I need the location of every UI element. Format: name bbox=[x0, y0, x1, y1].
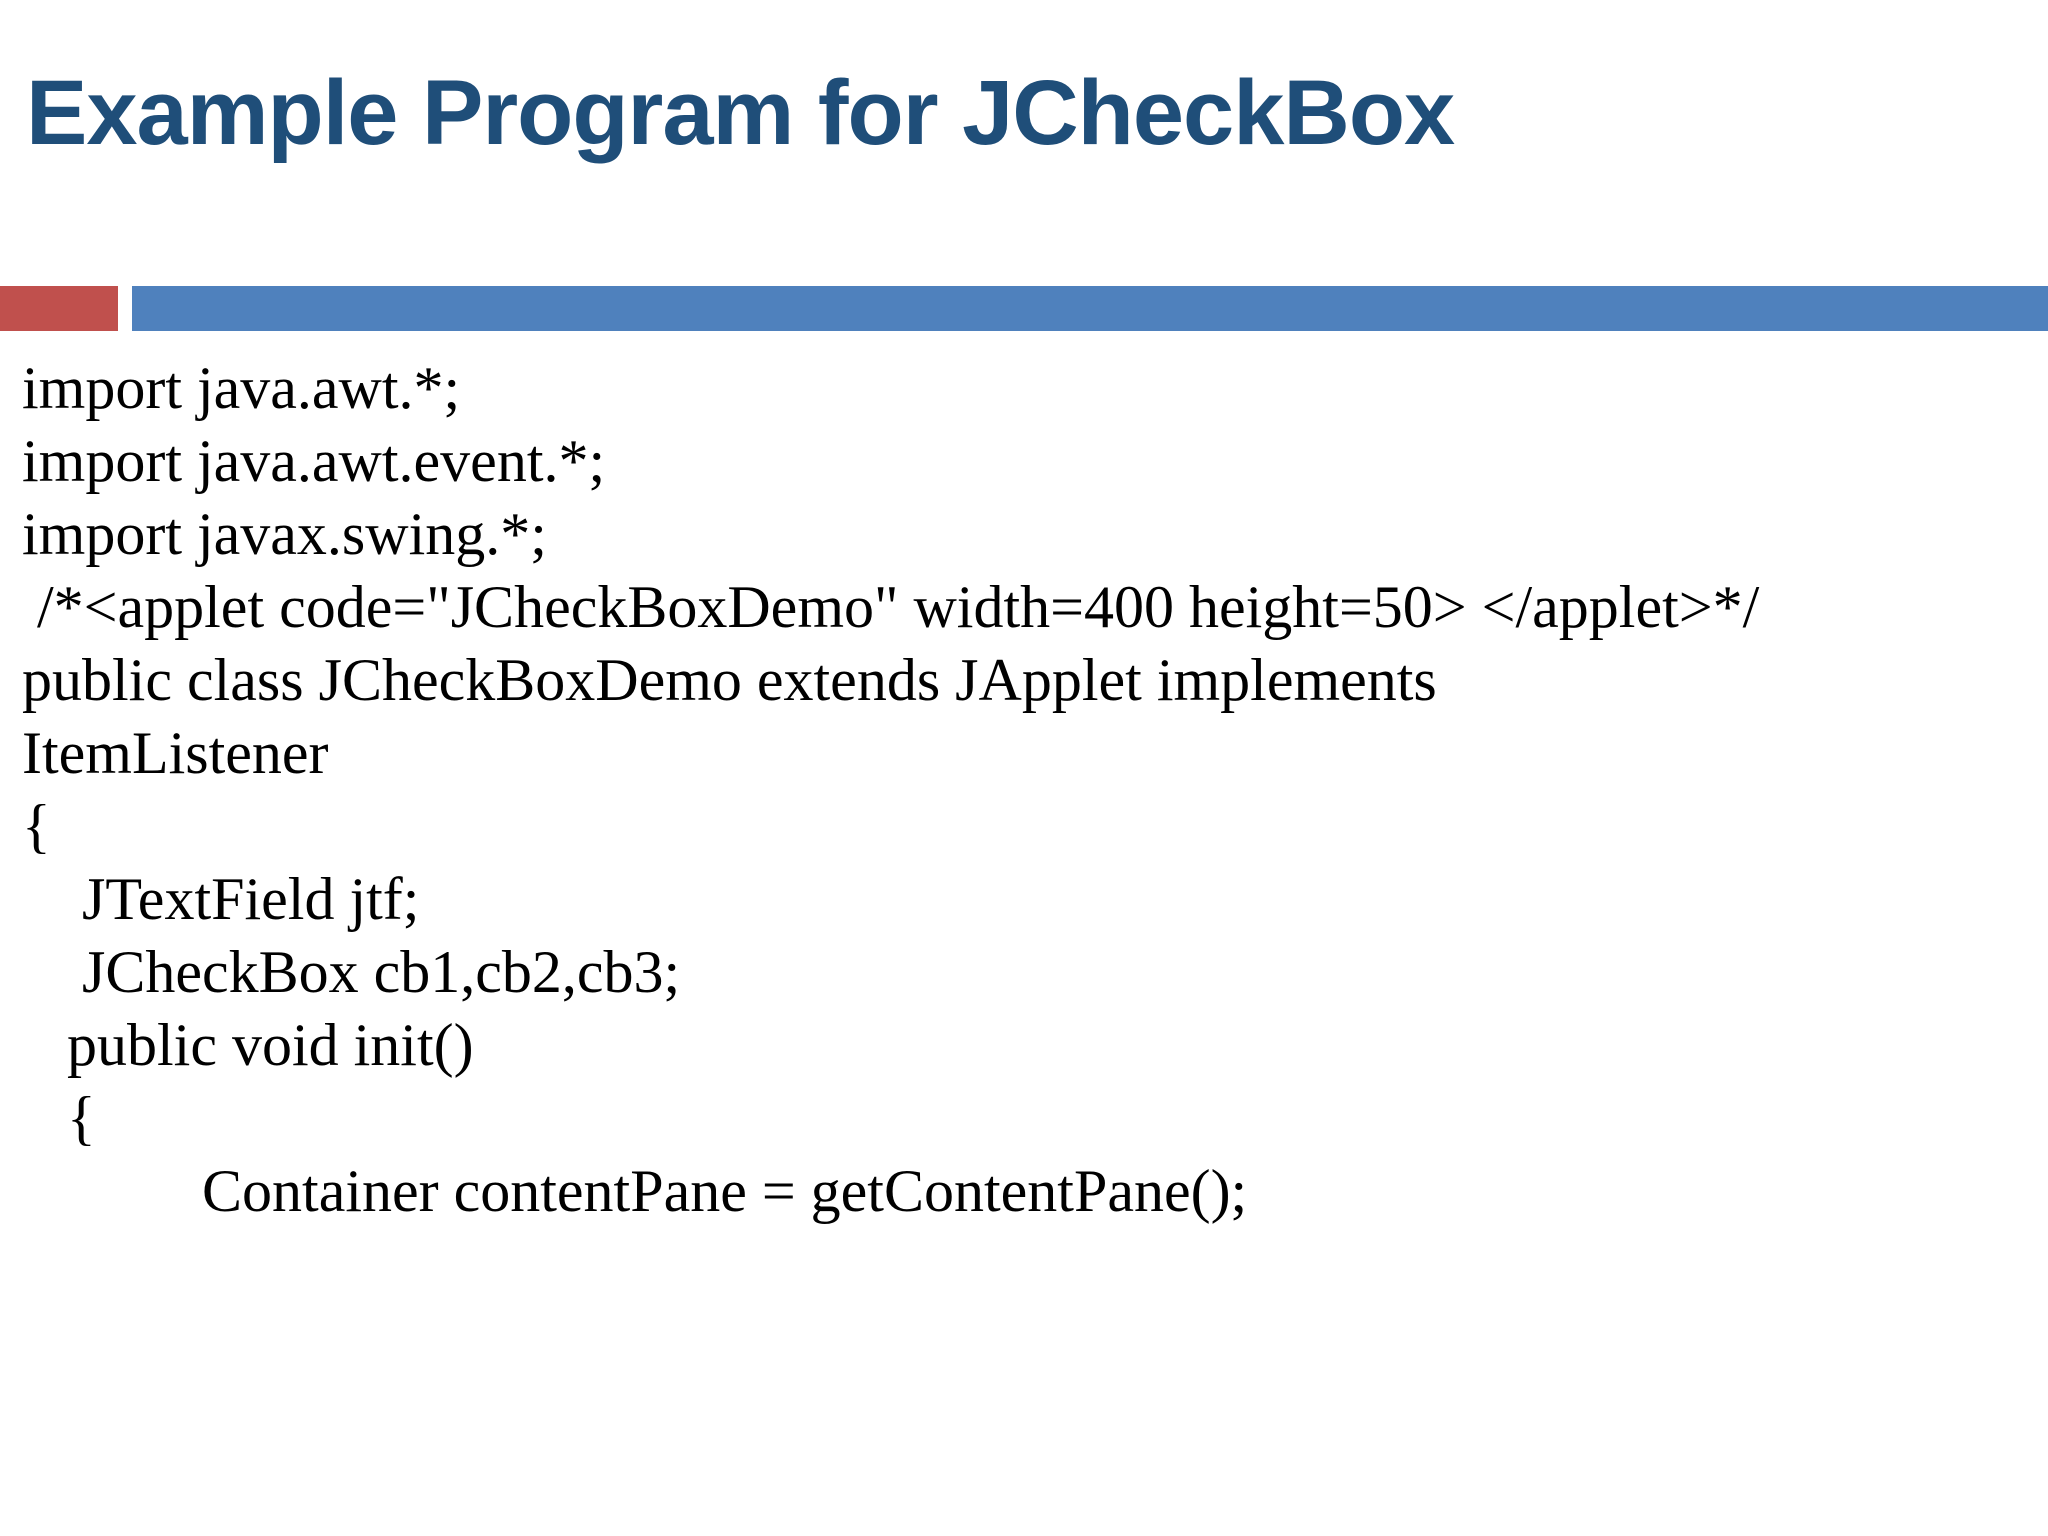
code-line: { bbox=[22, 1085, 96, 1151]
code-line: public void init() bbox=[22, 1012, 474, 1078]
code-line: Container contentPane = getContentPane()… bbox=[22, 1158, 1248, 1224]
divider-accent-block bbox=[0, 286, 118, 331]
code-line: { bbox=[22, 793, 51, 859]
divider bbox=[0, 286, 2048, 331]
code-line: JCheckBox cb1,cb2,cb3; bbox=[22, 939, 681, 1005]
code-block: import java.awt.*; import java.awt.event… bbox=[0, 352, 2048, 1228]
code-line: import java.awt.event.*; bbox=[22, 428, 606, 494]
code-line: import javax.swing.*; bbox=[22, 501, 547, 567]
code-line: /*<applet code="JCheckBoxDemo" width=400… bbox=[22, 574, 1760, 640]
page-title: Example Program for JCheckBox bbox=[26, 62, 1455, 164]
divider-main-block bbox=[132, 286, 2048, 331]
code-line: JTextField jtf; bbox=[22, 866, 420, 932]
code-line: public class JCheckBoxDemo extends JAppl… bbox=[22, 647, 1437, 713]
code-line: ItemListener bbox=[22, 720, 329, 786]
code-line: import java.awt.*; bbox=[22, 355, 461, 421]
